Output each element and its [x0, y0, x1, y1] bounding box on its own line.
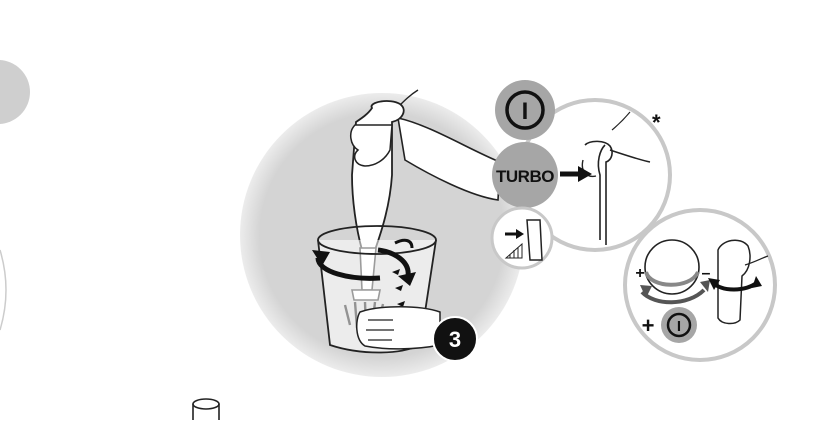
speed-plus: +: [635, 265, 644, 282]
gripping-hand: [350, 124, 393, 167]
side-gray-circle: [0, 60, 30, 124]
step-badge: 3: [432, 316, 478, 362]
side-arc: [0, 249, 7, 331]
attachment-icon: [490, 206, 554, 270]
step-number: 3: [449, 327, 461, 352]
turbo-button-icon: TURBO: [492, 142, 558, 208]
motion-arrow-right: [377, 247, 411, 277]
support-hand: [355, 306, 441, 350]
main-scene: [240, 89, 524, 377]
cylinder-icon: [192, 398, 220, 420]
power-icon: I: [495, 80, 555, 140]
motion-arrow-left: [315, 257, 381, 281]
detail-button-press: [518, 98, 672, 252]
svg-text:I: I: [677, 318, 681, 335]
arm-outline: [397, 116, 501, 201]
speed-dial-icon: [640, 239, 710, 305]
combo-plus: +: [642, 313, 655, 338]
speed-minus: –: [702, 265, 711, 282]
svg-text:I: I: [522, 98, 529, 125]
turbo-label: TURBO: [496, 167, 554, 186]
footnote-marker: *: [652, 110, 661, 135]
combo-power-icon: I: [661, 307, 697, 343]
